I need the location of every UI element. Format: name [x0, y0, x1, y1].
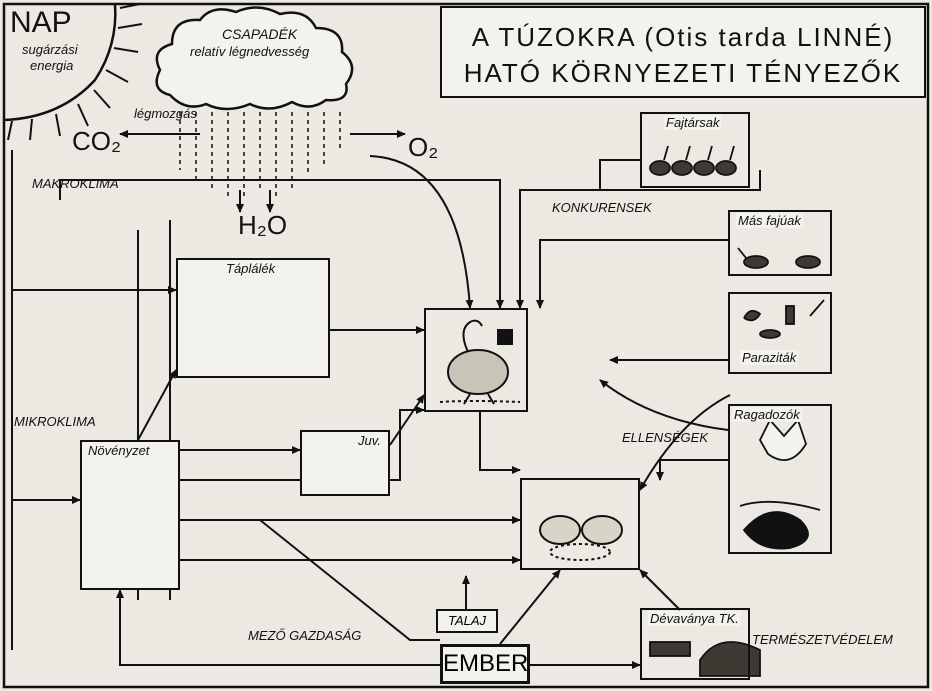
o2-label: O₂ [408, 132, 438, 163]
juv-box: Juv. [300, 430, 390, 496]
legmozgas-label: légmozgás [134, 106, 197, 121]
makroklima-label: MAKROKLIMA [32, 176, 119, 191]
title-line-2: HATÓ KÖRNYEZETI TÉNYEZŐK [442, 58, 924, 89]
parazitak-box: Paraziták [728, 292, 832, 374]
juv-label: Juv. [356, 433, 383, 448]
fajtarsak-label: Fajtársak [664, 115, 721, 130]
fajtarsak-box: Fajtársak [640, 112, 750, 188]
termeszetvedelem-label: TERMÉSZETVÉDELEM [752, 632, 893, 647]
talaj-box: TALAJ [436, 609, 498, 633]
title-line-1: A TÚZOKRA (Otis tarda LINNÉ) [442, 22, 924, 53]
mas-fajuak-box: Más fajúak [728, 210, 832, 276]
ellensegek-label: ELLENSÉGEK [622, 430, 708, 445]
ragadozok-label: Ragadozók [732, 407, 802, 422]
ragadozok-box: Ragadozók [728, 404, 832, 554]
bustard-box [424, 308, 528, 412]
konkurensek-label: KONKURENSEK [552, 200, 652, 215]
co2-label: CO₂ [72, 126, 121, 157]
taplalek-box: Táplálék [176, 258, 330, 378]
taplalek-label: Táplálék [224, 261, 277, 276]
novenyzet-box: Növényzet [80, 440, 180, 590]
nest-box [520, 478, 640, 570]
mas-fajuak-label: Más fajúak [736, 213, 803, 228]
cloud-label-1: CSAPADÉK [222, 26, 297, 42]
sun-sub-1: sugárzási [22, 42, 78, 57]
devavanya-box: Dévaványa TK. [640, 608, 750, 680]
novenyzet-label: Növényzet [86, 443, 151, 458]
ember-box: EMBER [440, 644, 530, 684]
sun-sub-2: energia [30, 58, 73, 73]
sun-label: NAP [10, 6, 72, 40]
cloud-label-2: relatív légnedvesség [190, 44, 309, 59]
parazitak-label: Paraziták [740, 350, 798, 365]
title-box: A TÚZOKRA (Otis tarda LINNÉ) HATÓ KÖRNYE… [440, 6, 926, 98]
mikroklima-label: MIKROKLIMA [14, 414, 96, 429]
devavanya-label: Dévaványa TK. [648, 611, 741, 626]
rain-lines [180, 112, 340, 200]
mezogazdasag-label: MEZŐ GAZDASÁG [248, 628, 361, 643]
h2o-label: H₂O [238, 210, 287, 241]
